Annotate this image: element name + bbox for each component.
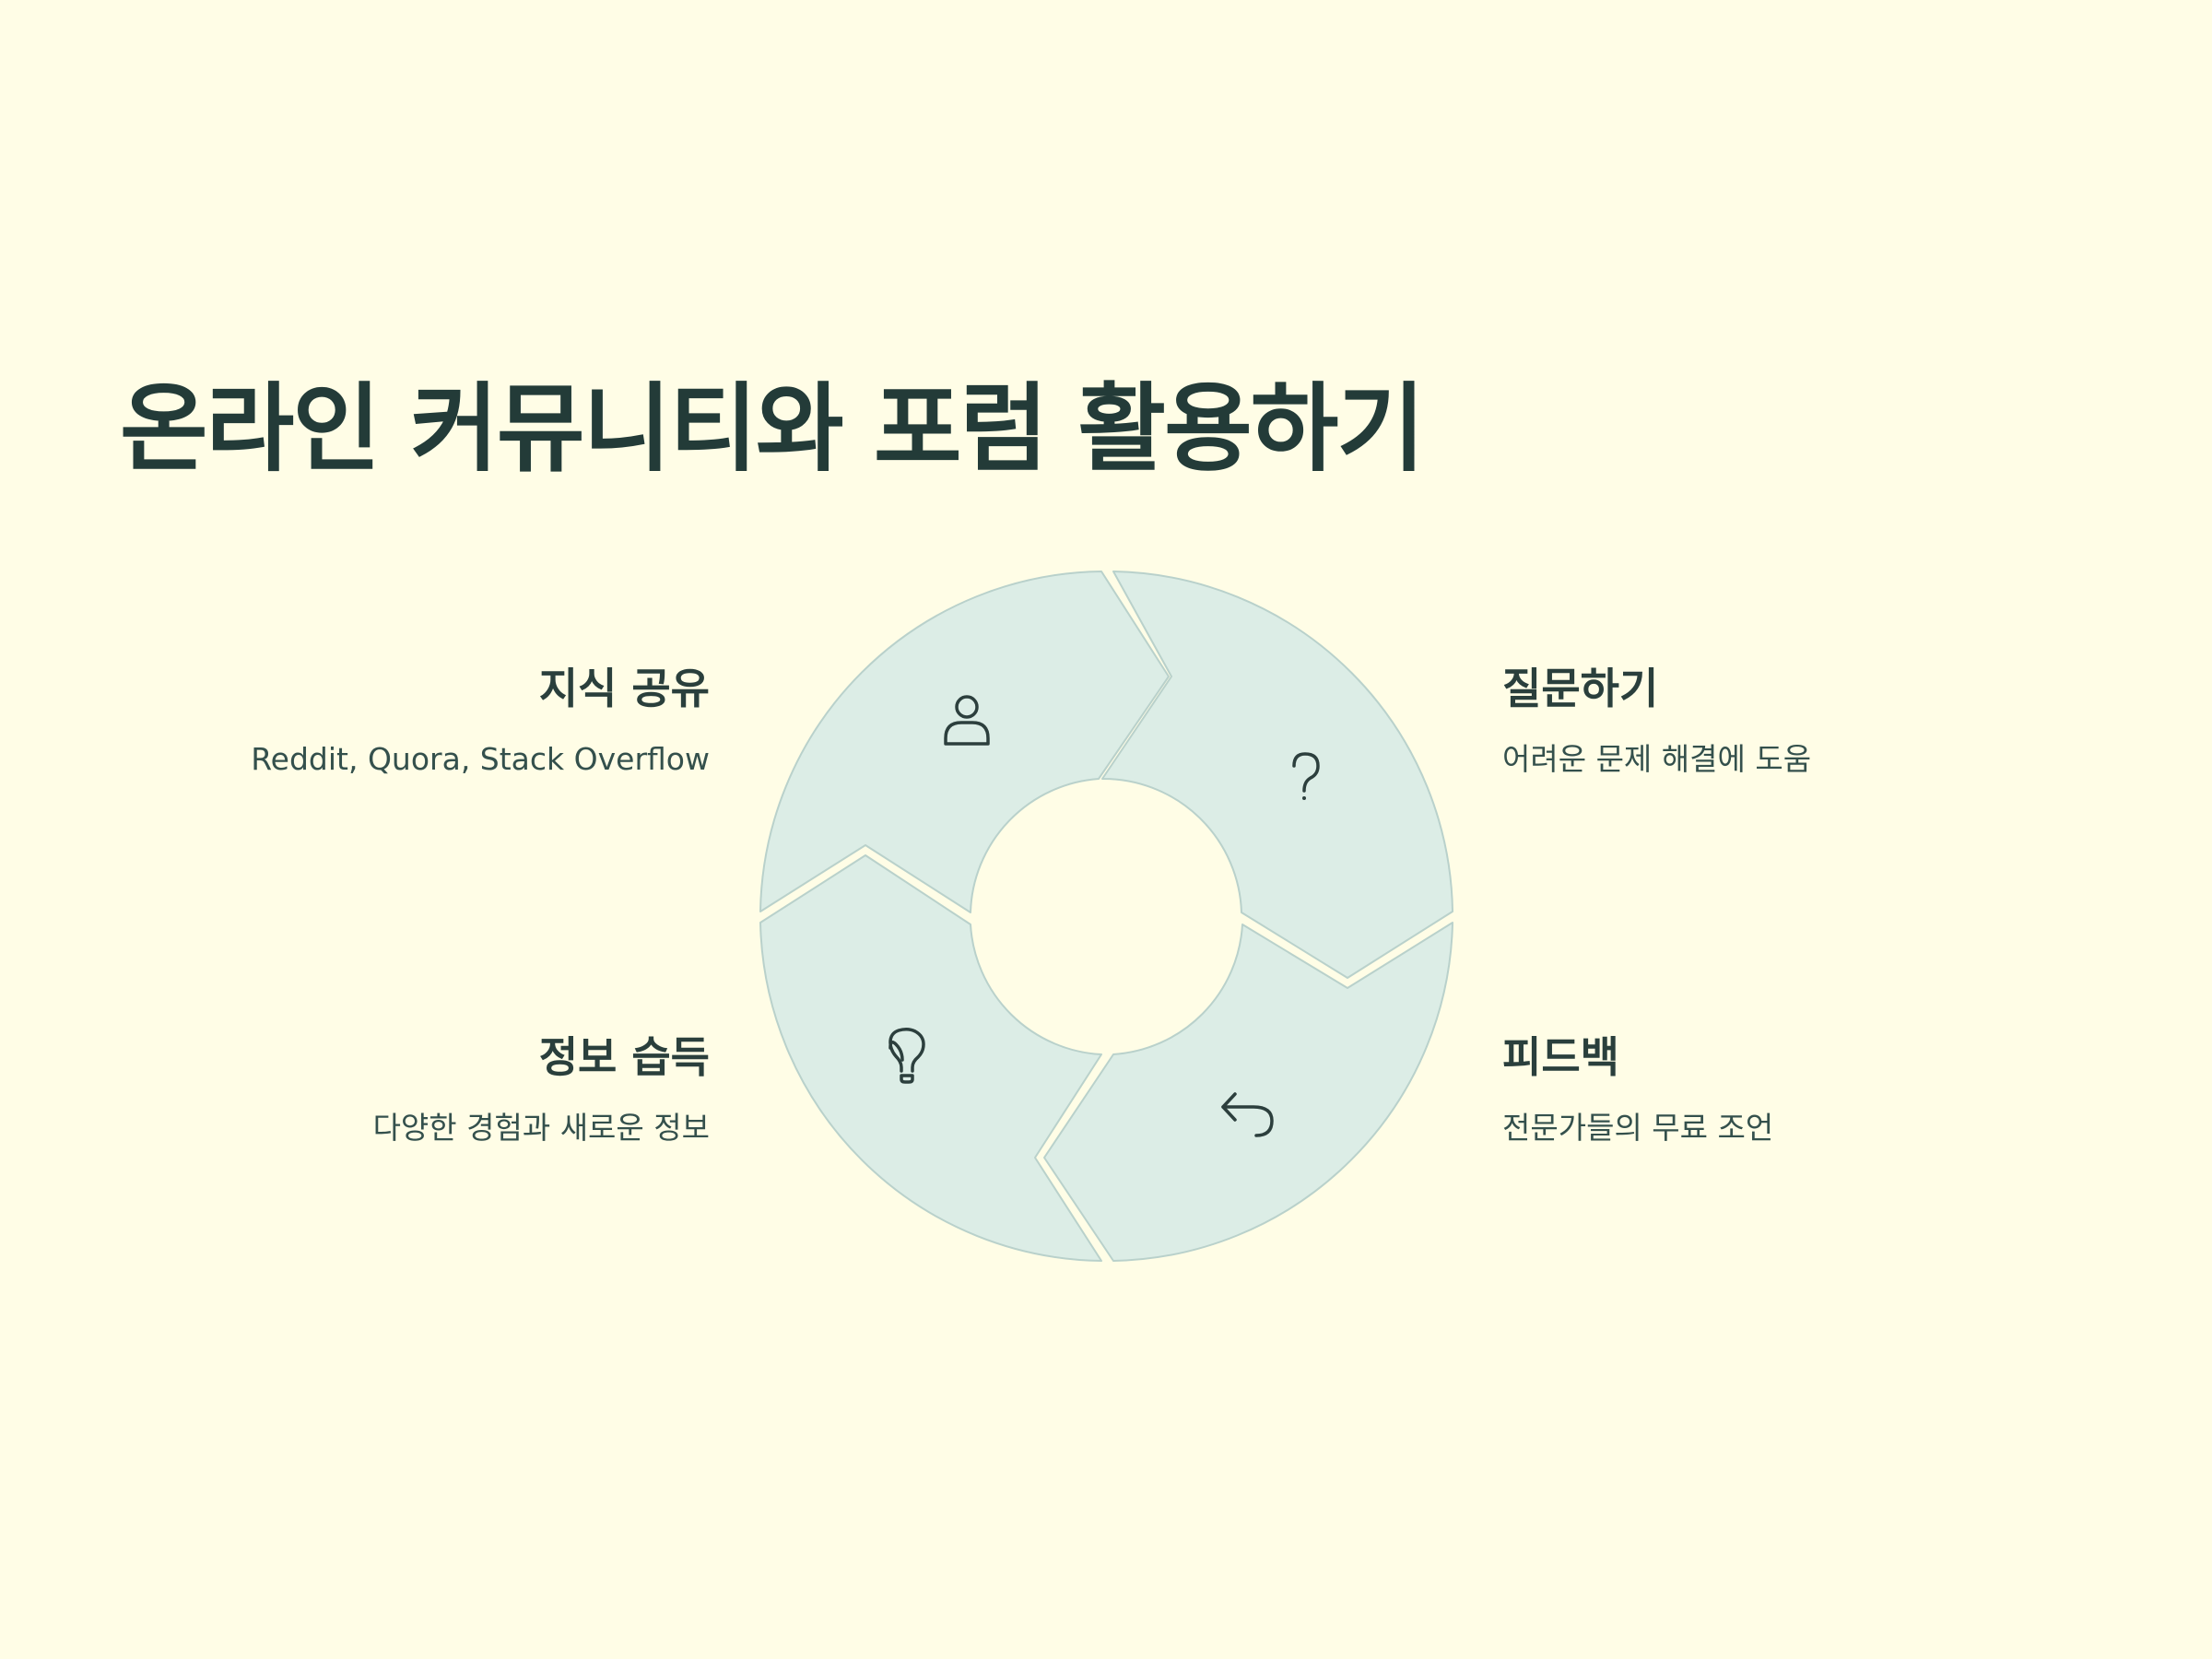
item-description: 어려운 문제 해결에 도움 bbox=[1502, 741, 1812, 778]
item-title: 질문하기 bbox=[1502, 664, 1659, 713]
item-feedback: 피드백 전문가들의 무료 조언 bbox=[1502, 1032, 2074, 1148]
segment-feedback bbox=[1043, 922, 1453, 1262]
item-knowledge-sharing: 지식 공유 Reddit, Quora, Stack Overflow bbox=[138, 664, 710, 780]
page-title: 온라인 커뮤니티와 포럼 활용하기 bbox=[120, 372, 1425, 485]
item-description: Reddit, Quora, Stack Overflow bbox=[251, 741, 710, 778]
question-mark-icon bbox=[1292, 752, 1320, 800]
item-questions: 질문하기 어려운 문제 해결에 도움 bbox=[1502, 664, 2074, 780]
item-title: 지식 공유 bbox=[538, 664, 710, 713]
item-info-acquisition: 정보 습득 다양한 경험과 새로운 정보 bbox=[138, 1032, 710, 1148]
item-title: 정보 습득 bbox=[538, 1032, 710, 1082]
item-description: 전문가들의 무료 조언 bbox=[1502, 1110, 1774, 1147]
person-icon bbox=[944, 695, 990, 746]
lightbulb-icon bbox=[888, 1027, 925, 1084]
undo-arrow-icon bbox=[1221, 1092, 1274, 1137]
item-title: 피드백 bbox=[1502, 1032, 1619, 1082]
segment-info bbox=[759, 854, 1102, 1262]
segment-knowledge-sharing bbox=[759, 571, 1170, 913]
item-description: 다양한 경험과 새로운 정보 bbox=[372, 1110, 710, 1147]
segment-questions bbox=[1101, 571, 1453, 979]
